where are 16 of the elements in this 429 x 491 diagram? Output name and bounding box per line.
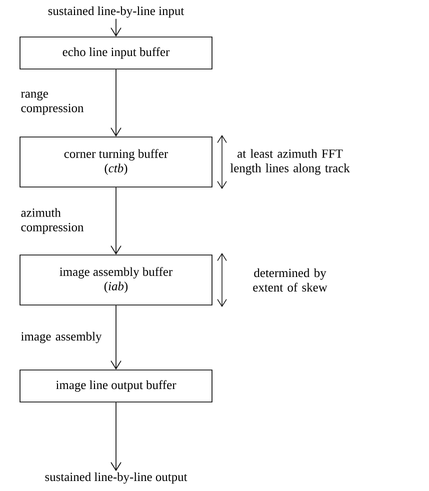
- arrow: [110, 305, 122, 370]
- edge-label: azimuth compression: [21, 208, 84, 234]
- arrow: [110, 402, 122, 472]
- buffer-box: corner turning buffer (ctb): [20, 136, 212, 188]
- buffer-box: image assembly buffer (iab): [20, 254, 212, 306]
- side-note: at least azimuth FFT length lines along track: [230, 149, 350, 175]
- arrow: [110, 18, 122, 37]
- flow-text: sustained line-by-line output: [45, 472, 188, 484]
- arrow: [110, 69, 122, 137]
- buffer-box: image line output buffer: [20, 370, 212, 402]
- side-note: determined by extent of skew: [253, 268, 328, 292]
- arrow: [110, 187, 122, 255]
- edge-label: image assembly: [21, 332, 102, 344]
- buffer-box: echo line input buffer: [20, 36, 212, 70]
- flow-text: sustained line-by-line input: [48, 6, 184, 18]
- edge-label: range compression: [21, 91, 84, 115]
